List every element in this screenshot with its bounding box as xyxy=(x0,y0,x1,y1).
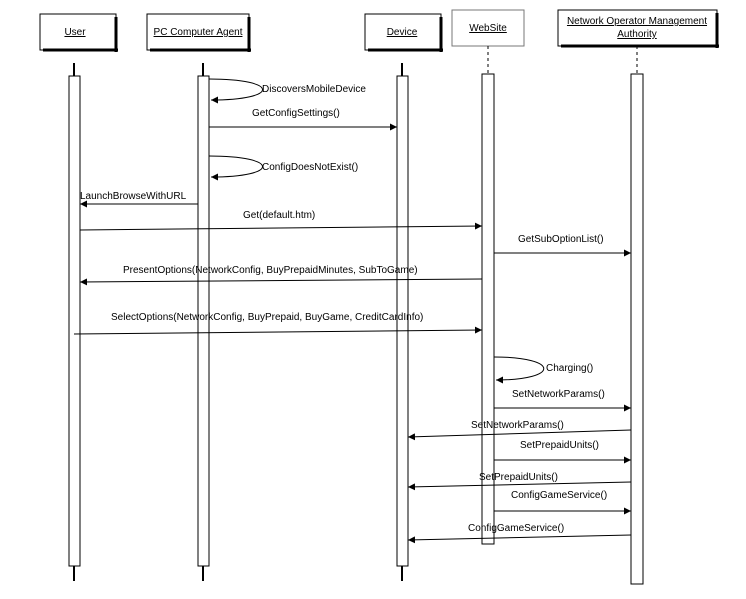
participant-device: Device xyxy=(364,13,443,52)
participant-user: User xyxy=(39,13,118,52)
message-label: ConfigGameService() xyxy=(511,490,607,501)
message-discovers-mobile-device: DiscoversMobileDevice xyxy=(208,78,366,104)
participant-pc-computer-agent: PC Computer Agent xyxy=(146,13,251,52)
message-select-options: SelectOptions(NetworkConfig, BuyPrepaid,… xyxy=(73,312,483,335)
message-config-game-service-to-operator: ConfigGameService() xyxy=(494,490,631,515)
message-charging: Charging() xyxy=(493,356,593,384)
message-label: SetNetworkParams() xyxy=(471,420,564,431)
message-label: SelectOptions(NetworkConfig, BuyPrepaid,… xyxy=(111,312,423,323)
message-label: ConfigGameService() xyxy=(468,523,564,534)
message-present-options: PresentOptions(NetworkConfig, BuyPrepaid… xyxy=(79,265,483,286)
participant-network-operator: Network Operator Management Authority xyxy=(557,9,719,48)
message-set-prepaid-units-to-device: SetPrepaidUnits() xyxy=(407,472,632,491)
message-label: GetSubOptionList() xyxy=(518,234,604,245)
participant-website-label: WebSite xyxy=(469,23,507,34)
participant-website: WebSite xyxy=(451,9,525,47)
message-get-config-settings: GetConfigSettings() xyxy=(209,108,397,131)
participant-network-operator-label-line2: Authority xyxy=(617,29,656,40)
message-config-does-not-exist: ConfigDoesNotExist() xyxy=(208,155,358,181)
participant-user-label: User xyxy=(64,27,86,38)
message-config-game-service-to-device: ConfigGameService() xyxy=(407,523,632,544)
activation-agent xyxy=(197,75,210,567)
message-set-network-params-to-device: SetNetworkParams() xyxy=(407,420,632,441)
message-label: Get(default.htm) xyxy=(243,210,315,221)
message-get-sub-option-list: GetSubOptionList() xyxy=(494,234,631,257)
message-label: SetPrepaidUnits() xyxy=(479,472,558,483)
message-label: GetConfigSettings() xyxy=(252,108,340,119)
activation-website xyxy=(481,73,495,545)
participant-pc-computer-agent-label: PC Computer Agent xyxy=(154,27,243,38)
message-label: SetPrepaidUnits() xyxy=(520,440,599,451)
message-label: LaunchBrowseWithURL xyxy=(80,191,187,202)
participant-network-operator-label-line1: Network Operator Management xyxy=(567,16,707,27)
message-label: ConfigDoesNotExist() xyxy=(262,162,358,173)
message-label: PresentOptions(NetworkConfig, BuyPrepaid… xyxy=(123,265,418,276)
activation-bars xyxy=(68,73,644,585)
message-set-prepaid-units-to-operator: SetPrepaidUnits() xyxy=(494,440,631,464)
activation-device xyxy=(396,75,409,567)
message-launch-browse-with-url: LaunchBrowseWithURL xyxy=(80,191,198,208)
message-set-network-params-to-operator: SetNetworkParams() xyxy=(494,389,631,412)
message-label: SetNetworkParams() xyxy=(512,389,605,400)
activation-operator xyxy=(630,73,644,585)
message-label: DiscoversMobileDevice xyxy=(262,84,366,95)
activation-user xyxy=(68,75,81,567)
participant-device-label: Device xyxy=(387,27,418,38)
message-get-default-htm: Get(default.htm) xyxy=(79,210,483,231)
message-label: Charging() xyxy=(546,363,593,374)
